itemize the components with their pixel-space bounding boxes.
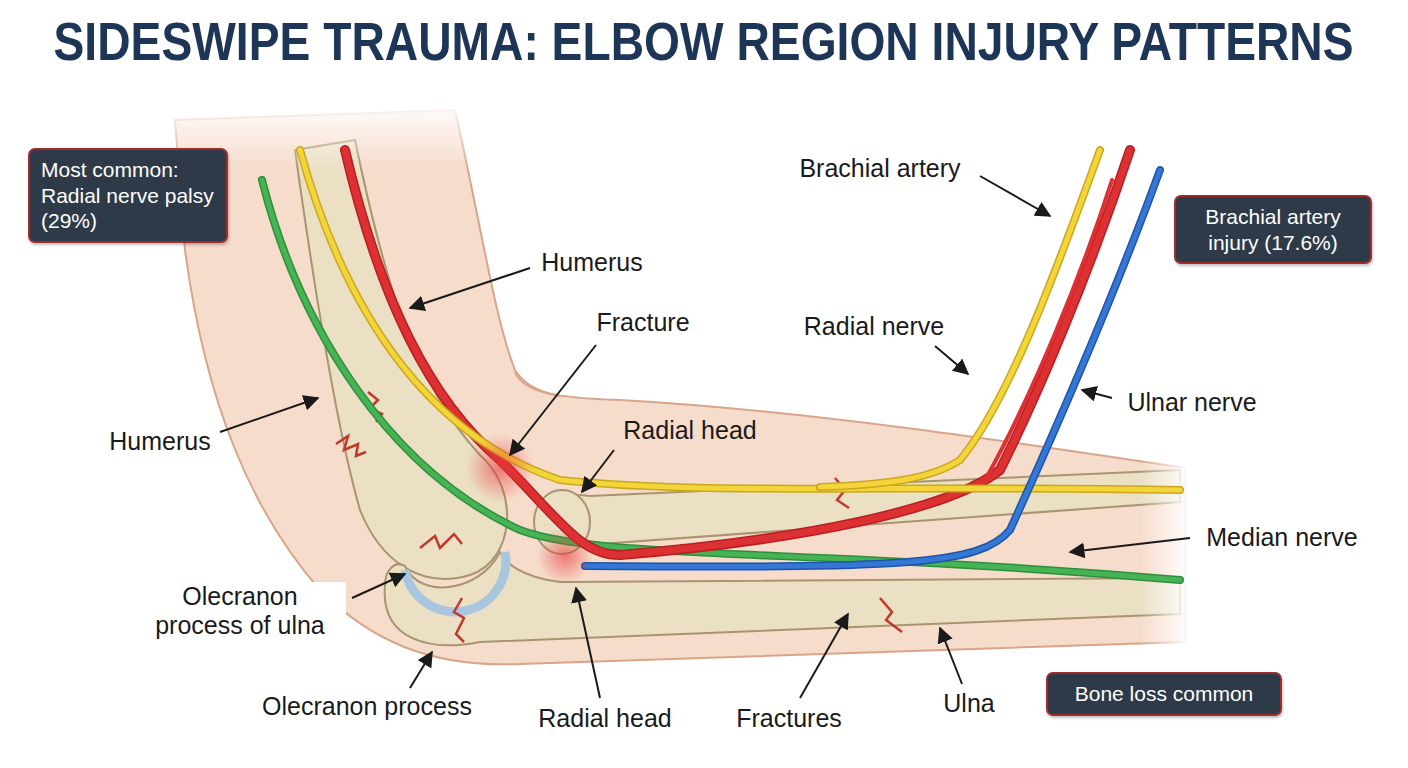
part-label: Fracture <box>593 308 692 337</box>
part-label: Radial nerve <box>801 312 947 341</box>
leader-lines <box>220 176 1190 698</box>
brachial-artery-outline <box>345 150 1130 555</box>
edge-fade <box>1140 455 1190 655</box>
leader-line <box>935 346 968 374</box>
callout-text: Most common: Radial nerve palsy (29%) <box>41 157 215 234</box>
part-label: Radial head <box>535 704 674 733</box>
part-label: Humerus <box>538 248 645 277</box>
callout-box: Most common: Radial nerve palsy (29%) <box>28 148 228 243</box>
leader-line <box>510 345 596 455</box>
callout-box: Brachial artery injury (17.6%) <box>1174 195 1372 264</box>
leader-line <box>410 652 432 688</box>
elbow-crease <box>515 372 560 396</box>
callout-text: Bone loss common <box>1059 681 1269 707</box>
part-label: Brachial artery <box>796 154 963 183</box>
leader-line <box>1082 390 1112 398</box>
ulnar-nerve-outline <box>585 170 1160 567</box>
leader-line <box>980 176 1050 216</box>
leader-line <box>576 588 600 698</box>
part-label: Median nerve <box>1203 523 1360 552</box>
part-label: Ulna <box>940 689 997 718</box>
part-label: Radial head <box>620 416 759 445</box>
arm-skin <box>175 110 1185 664</box>
callout-box: Bone loss common <box>1046 672 1282 716</box>
ulnar-nerve <box>585 170 1160 567</box>
part-label: Olecranon process of ulna <box>134 582 346 640</box>
fracture-line <box>880 598 902 632</box>
fracture-line <box>336 436 366 456</box>
leader-line <box>940 628 962 684</box>
leader-line <box>1070 538 1190 552</box>
part-label: Olecranon process <box>259 692 475 721</box>
fracture-line <box>454 598 464 642</box>
part-label: Ulnar nerve <box>1124 388 1259 417</box>
injury-glow <box>537 528 593 584</box>
part-label: Humerus <box>106 427 213 456</box>
fracture-lines <box>336 392 902 642</box>
part-label: Fractures <box>733 704 845 733</box>
leader-line <box>800 614 848 698</box>
leader-line <box>220 398 318 432</box>
leader-line <box>582 450 614 492</box>
fracture-line <box>420 534 462 548</box>
joint-cartilage <box>405 552 506 612</box>
callout-text: Brachial artery injury (17.6%) <box>1187 204 1359 255</box>
leader-line <box>352 574 405 598</box>
injury-glow <box>466 434 534 502</box>
brachial-artery <box>345 150 1130 555</box>
title: SIDESWIPE TRAUMA: ELBOW REGION INJURY PA… <box>54 10 1354 72</box>
leader-line <box>410 268 530 308</box>
nerves-vessels <box>262 150 1180 580</box>
